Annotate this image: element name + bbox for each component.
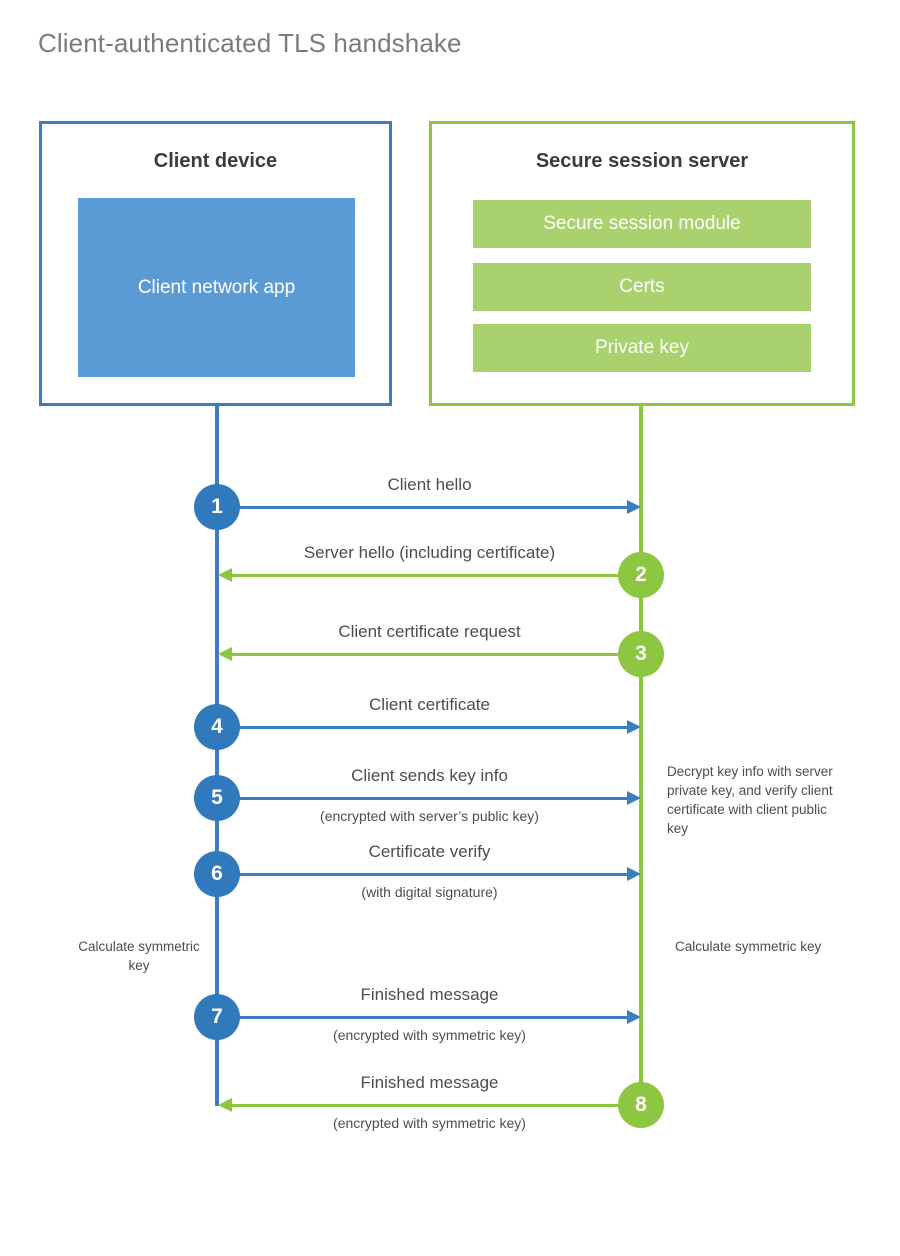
client-network-app-block: Client network app: [78, 198, 355, 377]
arrow-right-icon: [627, 1010, 641, 1024]
message-label-5: Client sends key info: [351, 766, 508, 785]
client-device-box: Client device Client network app: [39, 121, 392, 406]
arrow-left-icon: [218, 1098, 232, 1112]
arrow-right-icon: [627, 791, 641, 805]
message-label-1: Client hello: [387, 475, 472, 494]
step-badge-8[interactable]: 8: [618, 1082, 664, 1128]
client-device-title: Client device: [153, 150, 278, 172]
message-label-3: Client certificate request: [338, 622, 521, 641]
message-label-6: Certificate verify: [368, 842, 491, 861]
server-decrypt-annotation: Decrypt key info with server private key…: [667, 764, 833, 837]
message-line-6: [217, 873, 636, 876]
secure-session-server-title: Secure session server: [535, 150, 749, 172]
arrow-right-icon: [627, 867, 641, 881]
message-label-2: Server hello (including certificate): [303, 543, 556, 562]
step-badge-7[interactable]: 7: [194, 994, 240, 1040]
client-calculate-symmetric-key-annotation: Calculate symmetric key: [78, 939, 200, 974]
message-sublabel-5: (encrypted with server’s public key): [320, 808, 539, 824]
arrow-right-icon: [627, 720, 641, 734]
server-calculate-symmetric-key-annotation: Calculate symmetric key: [675, 939, 822, 954]
message-label-4: Client certificate: [369, 695, 490, 714]
arrow-left-icon: [218, 647, 232, 661]
message-sublabel-6: (with digital signature): [361, 884, 498, 900]
server-module-certs: Certs: [473, 263, 811, 311]
step-badge-3[interactable]: 3: [618, 631, 664, 677]
server-lifeline: [639, 404, 643, 1106]
message-label-7: Finished message: [360, 985, 499, 1004]
message-line-3: [221, 653, 641, 656]
message-line-1: [217, 506, 636, 509]
message-sublabel-7: (encrypted with symmetric key): [333, 1027, 526, 1043]
arrow-left-icon: [218, 568, 232, 582]
step-badge-2[interactable]: 2: [618, 552, 664, 598]
message-line-8: [221, 1104, 641, 1107]
message-line-7: [217, 1016, 636, 1019]
message-sublabel-8: (encrypted with symmetric key): [333, 1115, 526, 1131]
server-module-secure-session-module: Secure session module: [473, 200, 811, 248]
step-badge-1[interactable]: 1: [194, 484, 240, 530]
message-line-4: [217, 726, 636, 729]
step-badge-6[interactable]: 6: [194, 851, 240, 897]
server-module-private-key: Private key: [473, 324, 811, 372]
message-line-5: [217, 797, 636, 800]
step-badge-4[interactable]: 4: [194, 704, 240, 750]
secure-session-server-box: Secure session server Secure session mod…: [429, 121, 855, 406]
message-line-2: [221, 574, 641, 577]
page-title: Client-authenticated TLS handshake: [38, 28, 462, 58]
client-lifeline: [215, 404, 219, 1106]
arrow-right-icon: [627, 500, 641, 514]
step-badge-5[interactable]: 5: [194, 775, 240, 821]
message-label-8: Finished message: [360, 1073, 499, 1092]
